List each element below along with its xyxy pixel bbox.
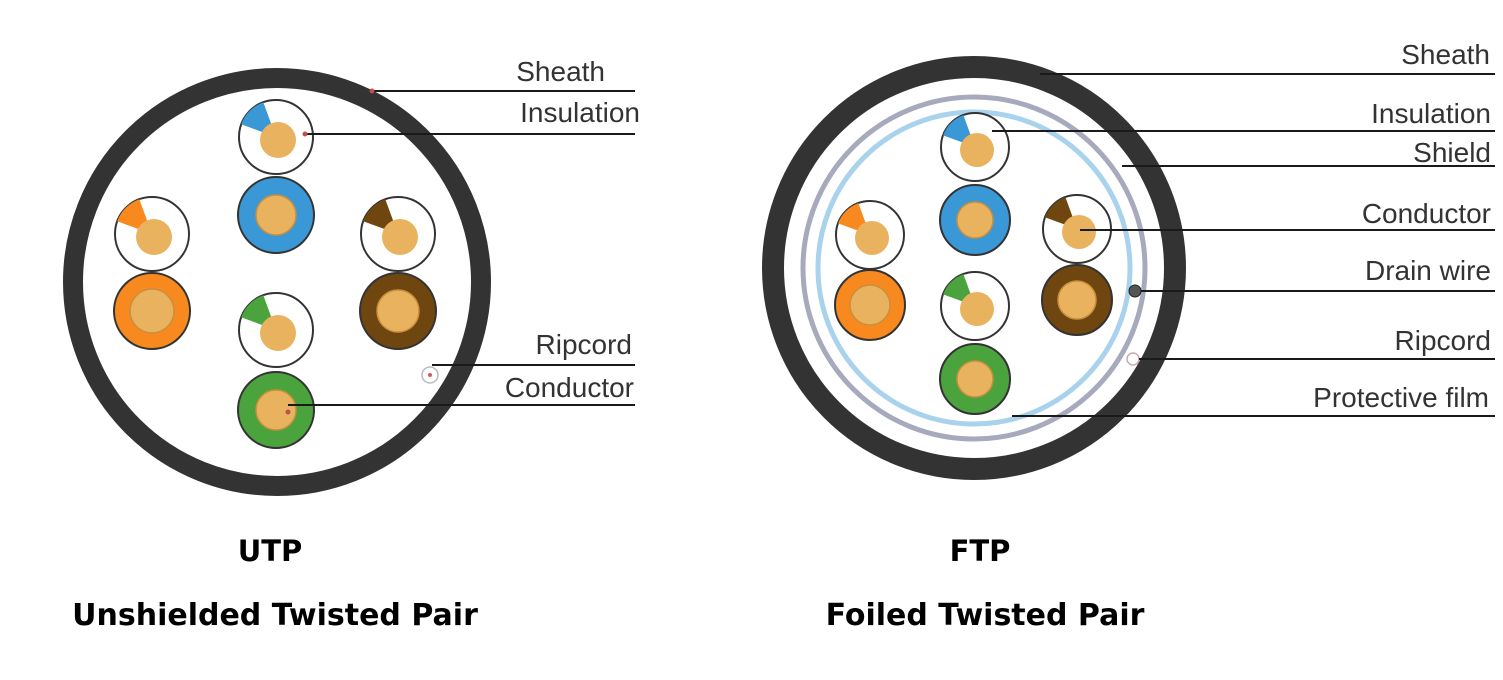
ftp-ripcord bbox=[1126, 352, 1140, 366]
ftp-label-drain-wire: Drain wire bbox=[1365, 255, 1491, 286]
ftp-abbreviation: FTP bbox=[949, 534, 1011, 568]
ftp-label-sheath: Sheath bbox=[1401, 39, 1490, 70]
utp-cable: Sheath Insulation Ripcord Conductor bbox=[63, 56, 640, 496]
ftp-conductor-white-blue bbox=[960, 133, 994, 167]
utp-ripcord-dot bbox=[428, 373, 432, 377]
ftp-conductor-blue bbox=[956, 201, 994, 239]
utp-label-insulation: Insulation bbox=[520, 97, 640, 128]
ftp-conductor-brown bbox=[1057, 280, 1097, 320]
ftp-label-conductor: Conductor bbox=[1362, 198, 1491, 229]
utp-pair-orange bbox=[113, 196, 191, 350]
utp-conductor-white-green bbox=[260, 315, 296, 351]
ftp-cable: Sheath Insulation Shield Conductor Drain… bbox=[762, 39, 1495, 480]
utp-label-ripcord: Ripcord bbox=[536, 329, 632, 360]
ftp-leader-lines bbox=[992, 73, 1495, 417]
ftp-conductor-orange bbox=[849, 284, 891, 326]
utp-label-sheath: Sheath bbox=[516, 56, 605, 87]
utp-conductor-blue bbox=[255, 194, 297, 236]
ftp-conductor-white-brown bbox=[1062, 215, 1096, 249]
ftp-protective-film bbox=[815, 109, 1133, 427]
utp-conductor-brown bbox=[376, 289, 420, 333]
ftp-label-ripcord: Ripcord bbox=[1395, 325, 1491, 356]
utp-pair-brown bbox=[359, 196, 437, 350]
ftp-label-protective-film: Protective film bbox=[1313, 382, 1489, 413]
utp-sheath bbox=[63, 68, 491, 496]
ftp-label-insulation: Insulation bbox=[1371, 98, 1491, 129]
ftp-label-shield: Shield bbox=[1413, 137, 1491, 168]
utp-leader-dot-insulation bbox=[302, 131, 308, 137]
utp-leader-dot-conductor bbox=[285, 409, 291, 415]
utp-conductor-white-blue bbox=[260, 122, 296, 158]
utp-pair-blue bbox=[237, 99, 315, 254]
utp-pair-green bbox=[237, 292, 315, 449]
utp-label-conductor: Conductor bbox=[505, 372, 634, 403]
ftp-conductor-white-green bbox=[960, 292, 994, 326]
ftp-conductor-green bbox=[956, 360, 994, 398]
ftp-shield bbox=[800, 94, 1148, 442]
utp-conductor-orange bbox=[129, 288, 175, 334]
utp-conductor-white-brown bbox=[382, 219, 418, 255]
utp-conductor-white-orange bbox=[136, 219, 172, 255]
ftp-sheath bbox=[762, 56, 1186, 480]
utp-abbreviation: UTP bbox=[237, 534, 303, 568]
utp-leader-lines bbox=[288, 90, 635, 406]
ftp-conductor-white-orange bbox=[855, 221, 889, 255]
ftp-pair-orange bbox=[834, 200, 906, 341]
ftp-pair-blue bbox=[939, 112, 1011, 256]
ftp-full-name: Foiled Twisted Pair bbox=[825, 598, 1145, 633]
utp-conductor-green bbox=[255, 389, 297, 431]
utp-leader-dot-sheath bbox=[369, 88, 375, 94]
utp-full-name: Unshielded Twisted Pair bbox=[72, 598, 478, 633]
ftp-pair-brown bbox=[1041, 194, 1113, 336]
ftp-drain-wire bbox=[1128, 284, 1142, 298]
ftp-pair-green bbox=[939, 271, 1011, 415]
